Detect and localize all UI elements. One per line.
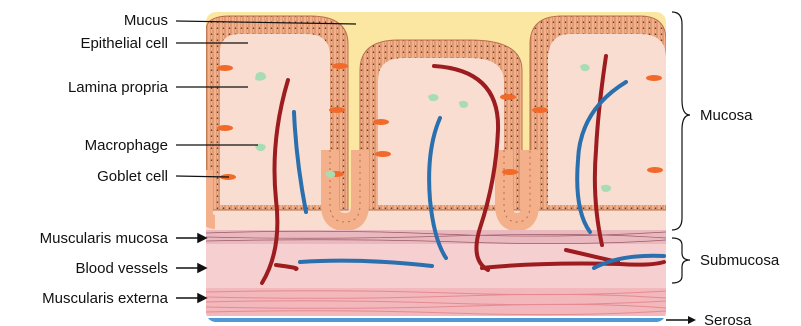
label-muscularis-mucosa: Muscularis mucosa	[40, 230, 169, 247]
goblet-cell	[646, 75, 662, 81]
label-serosa: Serosa	[704, 312, 752, 326]
submucosa-brace	[672, 238, 690, 283]
goblet-cell	[217, 125, 233, 131]
label-blood-vessels: Blood vessels	[75, 260, 168, 277]
goblet-cell	[329, 107, 345, 113]
goblet-cell	[332, 63, 348, 69]
serosa-line	[206, 318, 666, 322]
left-arrows	[176, 234, 206, 302]
goblet-cell	[375, 151, 391, 157]
goblet-cell	[500, 94, 516, 100]
label-mucosa: Mucosa	[700, 107, 753, 124]
label-macrophage: Macrophage	[85, 137, 168, 154]
serosa-arrow	[666, 316, 696, 324]
goblet-cell	[532, 107, 548, 113]
mucosa-brace	[672, 12, 690, 230]
label-submucosa: Submucosa	[700, 252, 780, 269]
goblet-cell	[217, 65, 233, 71]
label-epithelial-cell: Epithelial cell	[80, 35, 168, 52]
label-lamina-propria: Lamina propria	[68, 79, 169, 96]
goblet-cell	[502, 169, 518, 175]
goblet-cell	[647, 167, 663, 173]
label-mucus: Mucus	[124, 12, 168, 29]
label-muscularis-externa: Muscularis externa	[42, 290, 169, 307]
goblet-cell	[373, 119, 389, 125]
label-goblet-cell: Goblet cell	[97, 168, 168, 185]
